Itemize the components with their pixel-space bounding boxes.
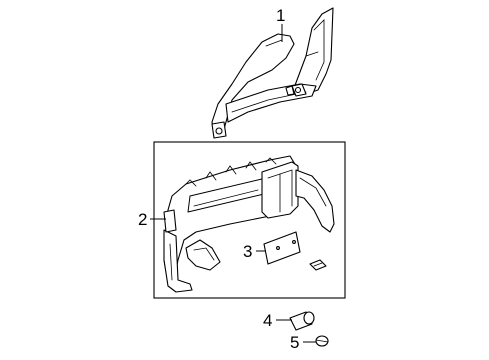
push-pin bbox=[289, 311, 315, 331]
cap-plug bbox=[315, 335, 329, 347]
upper-pillar-trim bbox=[211, 7, 334, 139]
quarter-trim-panel bbox=[163, 155, 335, 293]
access-cover bbox=[263, 231, 301, 265]
assembly-frame bbox=[153, 141, 346, 299]
callout-2: 2 bbox=[138, 210, 147, 229]
callout-3: 3 bbox=[243, 242, 252, 261]
callout-1: 1 bbox=[276, 6, 285, 25]
retainer-clip bbox=[309, 259, 327, 271]
callout-4: 4 bbox=[263, 311, 272, 330]
callout-5: 5 bbox=[290, 333, 299, 352]
